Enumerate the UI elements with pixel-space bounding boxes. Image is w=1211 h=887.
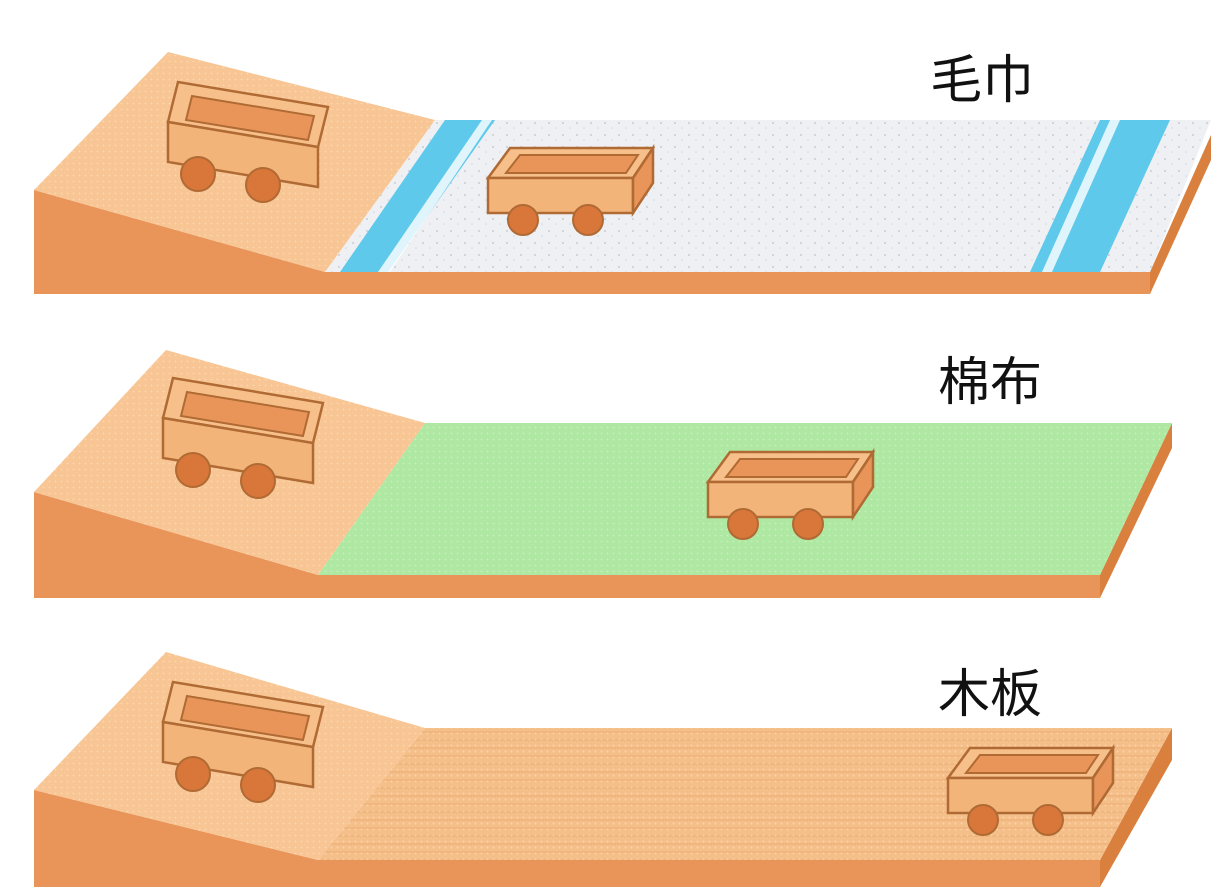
- cotton-track: 棉布: [34, 350, 1172, 598]
- label-towel: 毛巾: [930, 51, 1034, 111]
- wood-track: 木板: [34, 652, 1172, 887]
- label-wood: 木板: [938, 665, 1042, 725]
- towel-track: 毛巾: [34, 51, 1211, 294]
- label-cotton: 棉布: [938, 353, 1042, 413]
